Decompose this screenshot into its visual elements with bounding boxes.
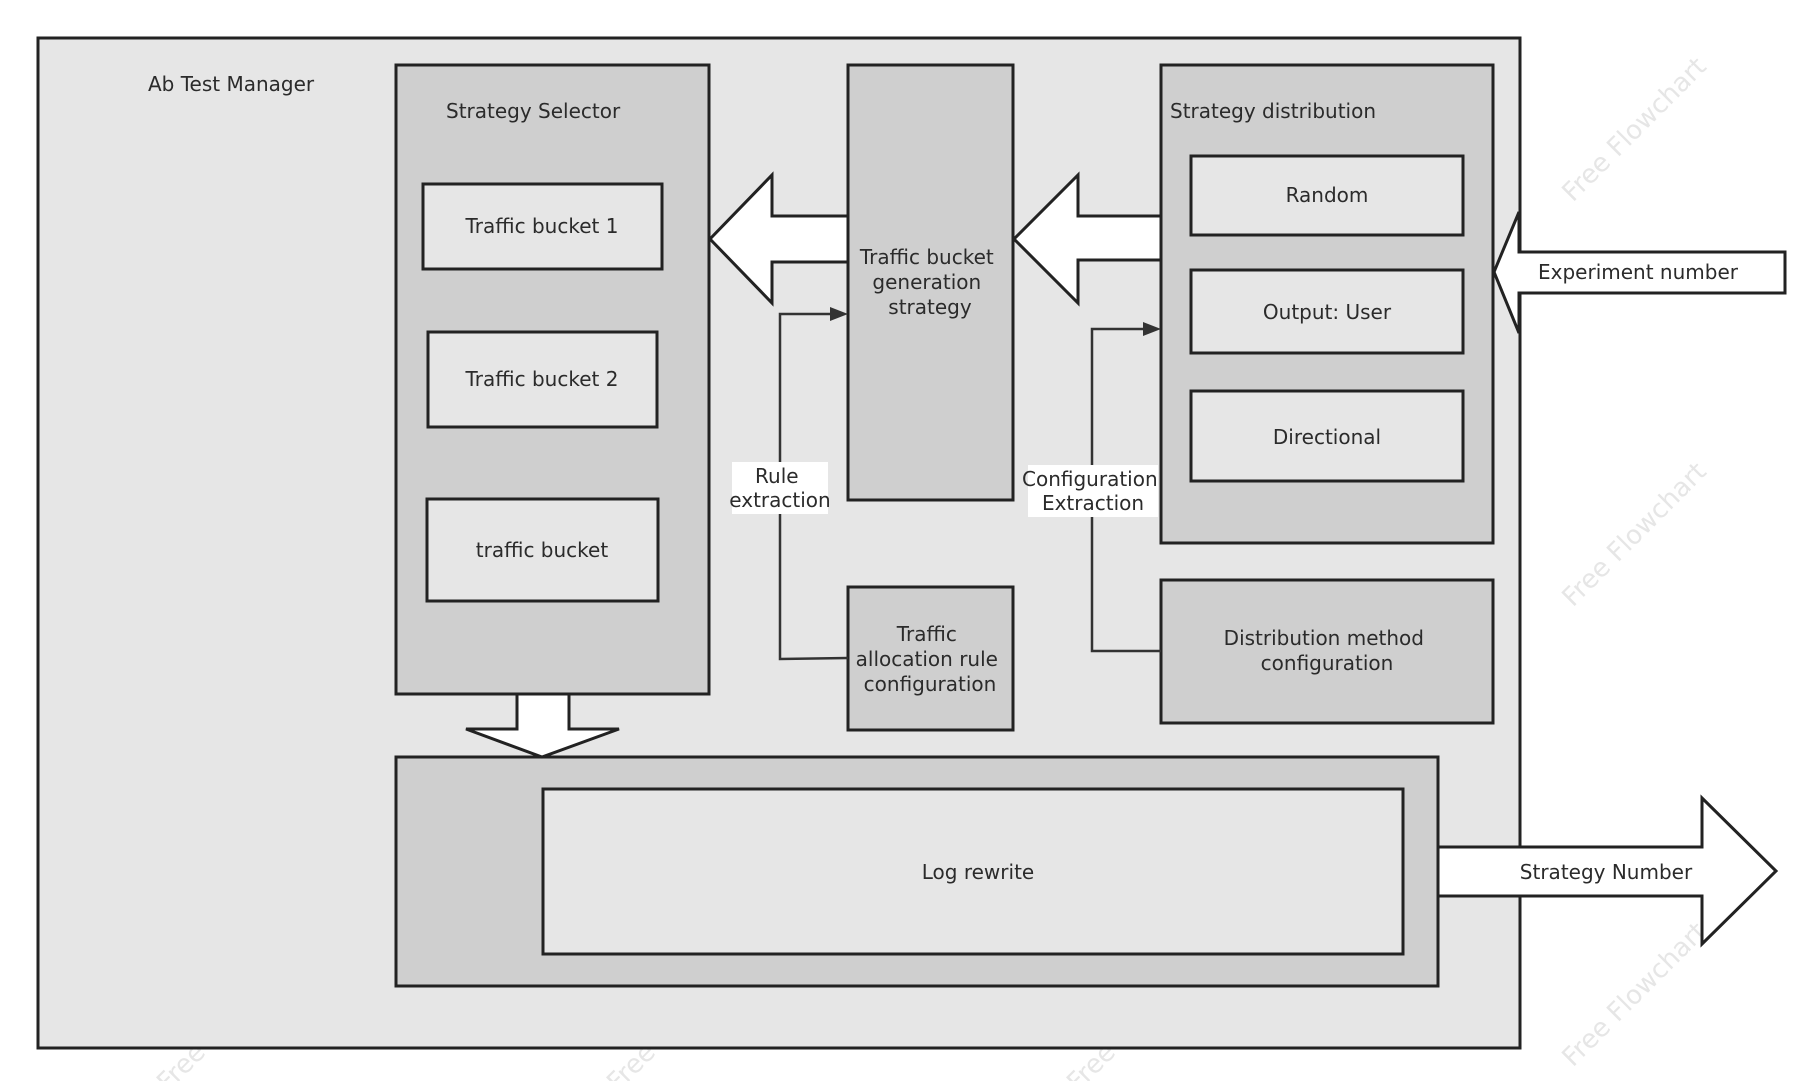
configuration-extraction-label: Configuration Extraction: [1022, 467, 1164, 515]
allocation-rule-line-1: Traffic: [896, 622, 957, 646]
arrow-generation-to-selector: [707, 171, 850, 307]
traffic-bucket-3-label: traffic bucket: [476, 538, 609, 562]
connector-rule-extraction-arrowhead: [830, 307, 848, 321]
distribution-random: [1189, 154, 1465, 237]
rule-extraction-label: Rule extraction: [729, 464, 830, 512]
distribution-output-user-label: Output: User: [1263, 300, 1392, 324]
connector-configuration-extraction-arrowhead: [1143, 322, 1161, 336]
allocation-rule-line-2: allocation rule: [856, 647, 998, 671]
strategy-number-arrow: [1436, 794, 1779, 948]
distribution-output-user: [1189, 268, 1465, 355]
distribution-random-label: Random: [1286, 183, 1369, 207]
distribution-method-line-1: Distribution method: [1224, 626, 1424, 650]
experiment-number-label: Experiment number: [1538, 260, 1739, 284]
traffic-bucket-1-label: Traffic bucket 1: [465, 214, 619, 238]
configuration-extraction-label-bg: [1028, 465, 1158, 517]
distribution-method-label: Distribution method configuration: [1224, 626, 1431, 675]
watermark-1: Free Flowchart: [1557, 52, 1713, 208]
distribution-method-configuration: [1159, 578, 1495, 725]
strategy-selector-title: Strategy Selector: [446, 99, 621, 123]
rule-extraction-line-1: Rule: [755, 464, 799, 488]
distribution-method-line-2: configuration: [1261, 651, 1394, 675]
rule-extraction-line-2: extraction: [729, 488, 830, 512]
bucket-generation-line-1: Traffic bucket: [859, 245, 994, 269]
experiment-number-arrow: [1492, 211, 1787, 334]
bucket-generation-line-3: strategy: [888, 295, 972, 319]
arrow-selector-to-log: [465, 692, 620, 759]
traffic-bucket-1: [421, 182, 664, 271]
configuration-extraction-line-2: Extraction: [1042, 491, 1144, 515]
distribution-directional-label: Directional: [1273, 425, 1381, 449]
strategy-number-label: Strategy Number: [1520, 860, 1693, 884]
watermark-2: Free Flowchart: [1557, 457, 1713, 613]
strategy-distribution-title: Strategy distribution: [1170, 99, 1376, 123]
traffic-bucket-2-label: Traffic bucket 2: [465, 367, 619, 391]
allocation-rule-label: Traffic allocation rule configuration: [856, 622, 1005, 696]
arrow-distribution-to-generation: [1011, 171, 1163, 307]
bucket-generation-label: Traffic bucket generation strategy: [859, 245, 1000, 319]
watermark-3: Free Flowchart: [1557, 917, 1713, 1073]
rule-extraction-label-bg: [732, 462, 828, 514]
bucket-generation-strategy: [846, 63, 1015, 502]
log-rewrite-box: [541, 787, 1405, 956]
bucket-generation-line-2: generation: [872, 270, 981, 294]
ab-test-manager-title: Ab Test Manager: [148, 72, 315, 96]
traffic-bucket-2: [426, 330, 659, 429]
traffic-bucket-3: [425, 497, 660, 603]
allocation-rule-line-3: configuration: [864, 672, 997, 696]
log-rewrite-label: Log rewrite: [922, 860, 1034, 884]
configuration-extraction-line-1: Configuration: [1022, 467, 1158, 491]
distribution-directional: [1189, 389, 1465, 483]
